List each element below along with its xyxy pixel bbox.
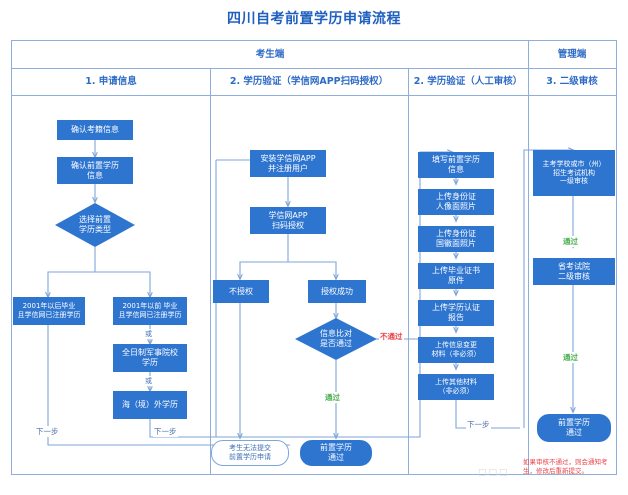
label-next-step-right: 下一步 xyxy=(153,426,178,437)
header-stage-verify-manual: 2. 学历验证（人工审核） xyxy=(413,76,523,88)
node-confirm-prior-edu-info[interactable]: 确认前置学历 信息 xyxy=(57,157,133,184)
node-auth-success[interactable]: 授权成功 xyxy=(308,280,366,303)
node-confirm-exam-info[interactable]: 确认考籍信息 xyxy=(57,120,133,140)
header-stage-verify-app: 2. 学历验证（学信网APP扫码授权） xyxy=(229,76,389,88)
node-first-level-review[interactable]: 主考学校或市（州） 招生考试机构 一级审核 xyxy=(533,150,615,196)
header-divider-4 xyxy=(528,69,529,95)
flowchart-frame: 考生端 管理端 1. 申请信息 2. 学历验证（学信网APP扫码授权） 2. 学… xyxy=(11,40,617,475)
label-next-step-manual: 下一步 xyxy=(466,419,491,430)
page-title: 四川自考前置学历申请流程 xyxy=(227,11,401,27)
node-upload-id-front[interactable]: 上传身份证 人像面照片 xyxy=(418,189,494,215)
label-or-1: 或 xyxy=(144,329,153,339)
node-upload-change-material[interactable]: 上传信息变更 材料（非必须） xyxy=(418,337,494,363)
node-choose-prior-edu-type-label: 选择前置 学历类型 xyxy=(79,215,111,234)
node-choose-prior-edu-type[interactable]: 选择前置 学历类型 xyxy=(55,203,135,247)
node-prior-edu-passed-review[interactable]: 前置学历 通过 xyxy=(537,414,611,442)
node-second-level-review[interactable]: 省考试院 二级审核 xyxy=(533,258,615,285)
label-compare-pass: 通过 xyxy=(324,392,341,403)
node-prior-edu-passed-app[interactable]: 前置学历 通过 xyxy=(300,440,372,466)
label-review-pass-2: 通过 xyxy=(562,352,579,363)
label-next-step-left: 下一步 xyxy=(35,426,60,437)
column-separator-3 xyxy=(528,96,529,475)
header-divider-2 xyxy=(210,69,211,95)
node-upload-other-material[interactable]: 上传其他材料 （非必须） xyxy=(418,374,494,400)
node-no-auth[interactable]: 不授权 xyxy=(213,280,269,303)
header-admin-side: 管理端 xyxy=(557,48,587,60)
footnote-review-failed: 如果审核不通过，则会通知考 生，修改后重新提交。 xyxy=(523,458,608,475)
header-stage-row: 1. 申请信息 2. 学历验证（学信网APP扫码授权） 2. 学历验证（人工审核… xyxy=(12,69,616,96)
column-separator-1 xyxy=(210,96,211,475)
node-upload-id-back[interactable]: 上传身份证 国徽面照片 xyxy=(418,226,494,252)
watermark-placeholder: □□□ xyxy=(478,468,510,478)
node-fulltime-military-edu[interactable]: 全日制军事院校 学历 xyxy=(113,344,187,372)
label-or-2: 或 xyxy=(144,376,153,386)
node-upload-diploma[interactable]: 上传毕业证书 原件 xyxy=(418,263,494,289)
node-upload-edu-report[interactable]: 上传学历认证 报告 xyxy=(418,300,494,326)
header-stage-apply: 1. 申请信息 xyxy=(85,76,137,88)
label-compare-fail: 不通过 xyxy=(379,331,404,342)
header-candidate-side: 考生端 xyxy=(255,48,285,60)
node-install-chsi-app[interactable]: 安装学信网APP 并注册用户 xyxy=(250,150,326,177)
node-after-2001-registered[interactable]: 2001年以后毕业 且学信网已注册学历 xyxy=(13,297,85,325)
header-stage-review: 3. 二级审核 xyxy=(546,76,598,88)
node-before-2001-registered[interactable]: 2001年以前 毕业 且学信网已注册学历 xyxy=(113,297,187,325)
column-separator-2 xyxy=(408,96,409,475)
header-divider-3 xyxy=(408,69,409,95)
node-chsi-app-scan-auth[interactable]: 学信网APP 扫码授权 xyxy=(250,207,326,234)
node-compare-pass-decision[interactable]: 信息比对 是否通过 xyxy=(295,318,377,360)
node-fill-prior-edu-info[interactable]: 填写前置学历 信息 xyxy=(418,152,494,178)
node-compare-pass-decision-label: 信息比对 是否通过 xyxy=(320,329,352,348)
node-cannot-submit[interactable]: 考生无法提交 前置学历申请 xyxy=(211,440,289,466)
header-group-row: 考生端 管理端 xyxy=(12,41,616,69)
label-review-pass-1: 通过 xyxy=(562,236,579,247)
node-overseas-edu[interactable]: 海（境）外学历 xyxy=(113,391,187,419)
header-divider-1 xyxy=(528,41,529,68)
